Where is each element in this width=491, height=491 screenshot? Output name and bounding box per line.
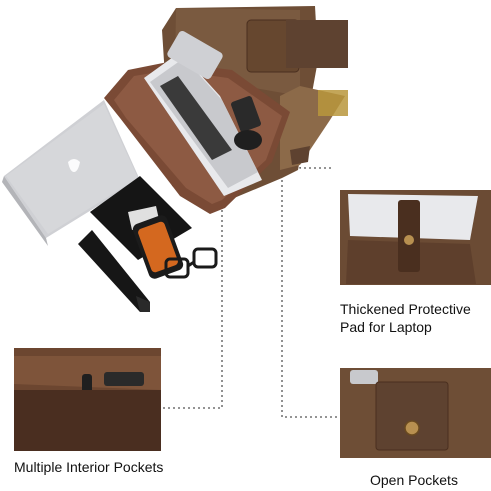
detail-photo-open-pockets bbox=[340, 368, 491, 458]
caption-protective-pad-line-1: Thickened Protective bbox=[340, 301, 471, 317]
messenger-bag bbox=[104, 6, 348, 214]
glasses bbox=[164, 247, 218, 279]
detail-photo-interior-pockets bbox=[14, 348, 161, 451]
detail-photo-protective-pad bbox=[340, 190, 491, 285]
connector-lines bbox=[163, 52, 338, 418]
caption-interior-pockets: Multiple Interior Pockets bbox=[14, 459, 164, 475]
connector-protective bbox=[281, 170, 338, 418]
connector-open bbox=[299, 52, 332, 169]
caption-open-pockets: Open Pockets bbox=[370, 472, 458, 488]
caption-protective-pad: Thickened Protective Pad for Laptop bbox=[340, 300, 471, 336]
laptop bbox=[2, 100, 140, 246]
umbrella bbox=[78, 230, 150, 312]
caption-protective-pad-line-2: Pad for Laptop bbox=[340, 319, 432, 335]
